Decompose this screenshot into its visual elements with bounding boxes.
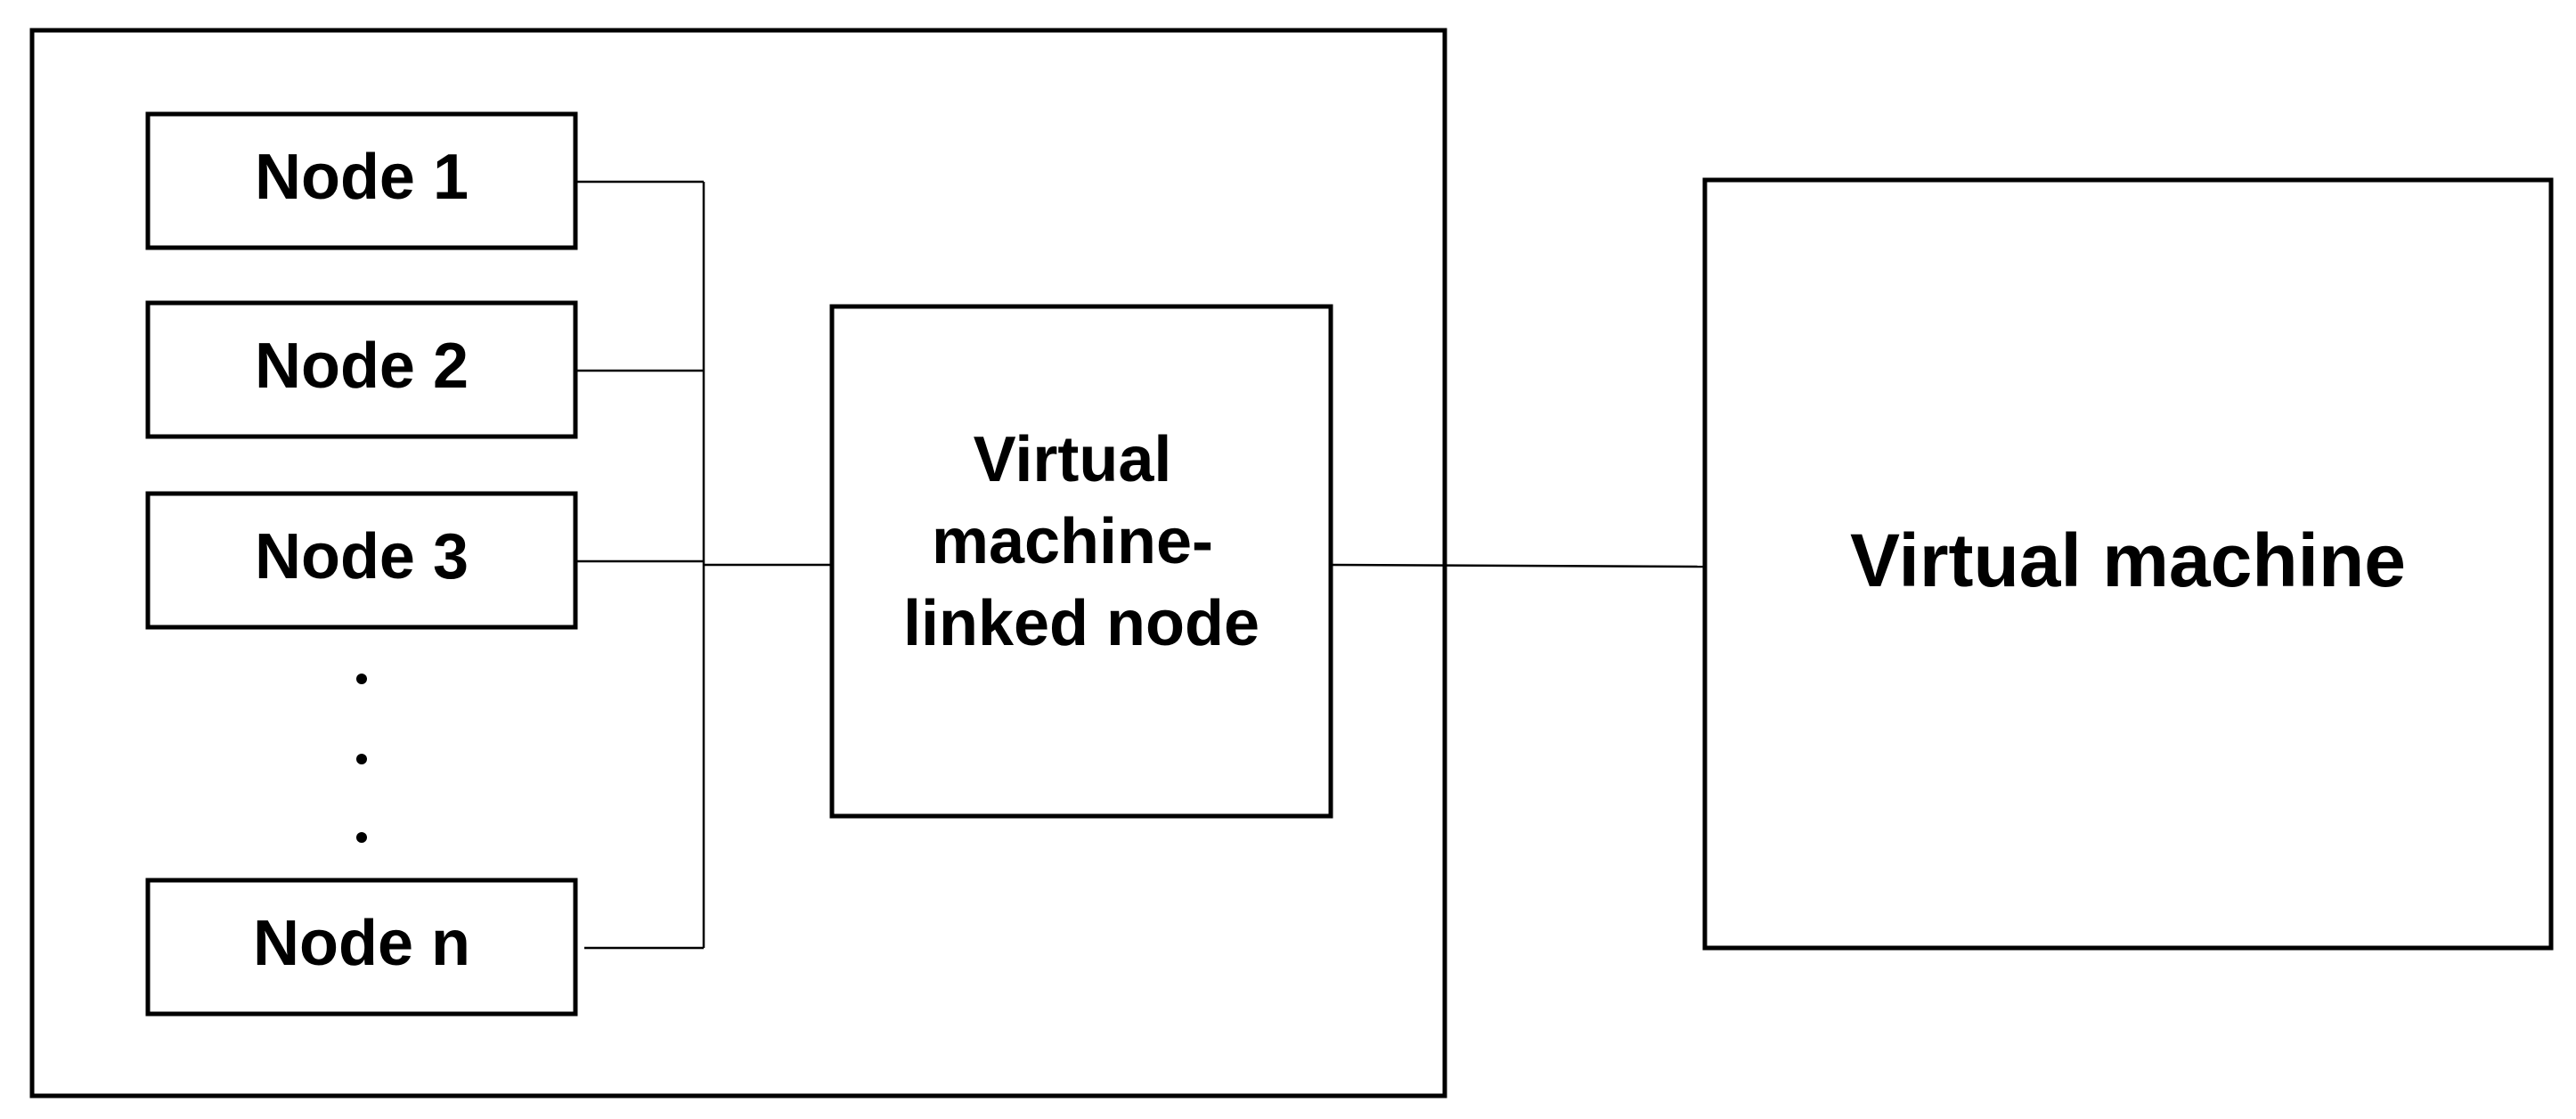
virtual-machine-box <box>1702 177 2554 951</box>
ellipsis-dots <box>356 674 367 843</box>
virtual-machine-label: Virtual machine <box>1850 519 2406 602</box>
node-3-box <box>145 491 578 630</box>
ellipsis-dot-1 <box>356 674 367 684</box>
node-3-label: Node 3 <box>255 521 469 592</box>
node-1-box <box>145 111 578 250</box>
vm-linked-node-line-1: Virtual <box>974 424 1172 495</box>
connector-linked-node-to-vm <box>1330 563 1706 568</box>
vm-linked-node-label: Virtual machine- linked node <box>903 424 1259 659</box>
ellipsis-dot-2 <box>356 754 367 764</box>
node-2-box <box>145 300 578 439</box>
vm-linked-node-box <box>829 304 1333 819</box>
node-1-label: Node 1 <box>255 142 469 213</box>
node-2-label: Node 2 <box>255 331 469 402</box>
node-n-box <box>145 878 578 1017</box>
vm-linked-node-line-2: machine- <box>932 506 1213 577</box>
vm-linked-node-line-3: linked node <box>903 588 1259 659</box>
node-n-label: Node n <box>253 908 470 979</box>
ellipsis-dot-3 <box>356 832 367 843</box>
